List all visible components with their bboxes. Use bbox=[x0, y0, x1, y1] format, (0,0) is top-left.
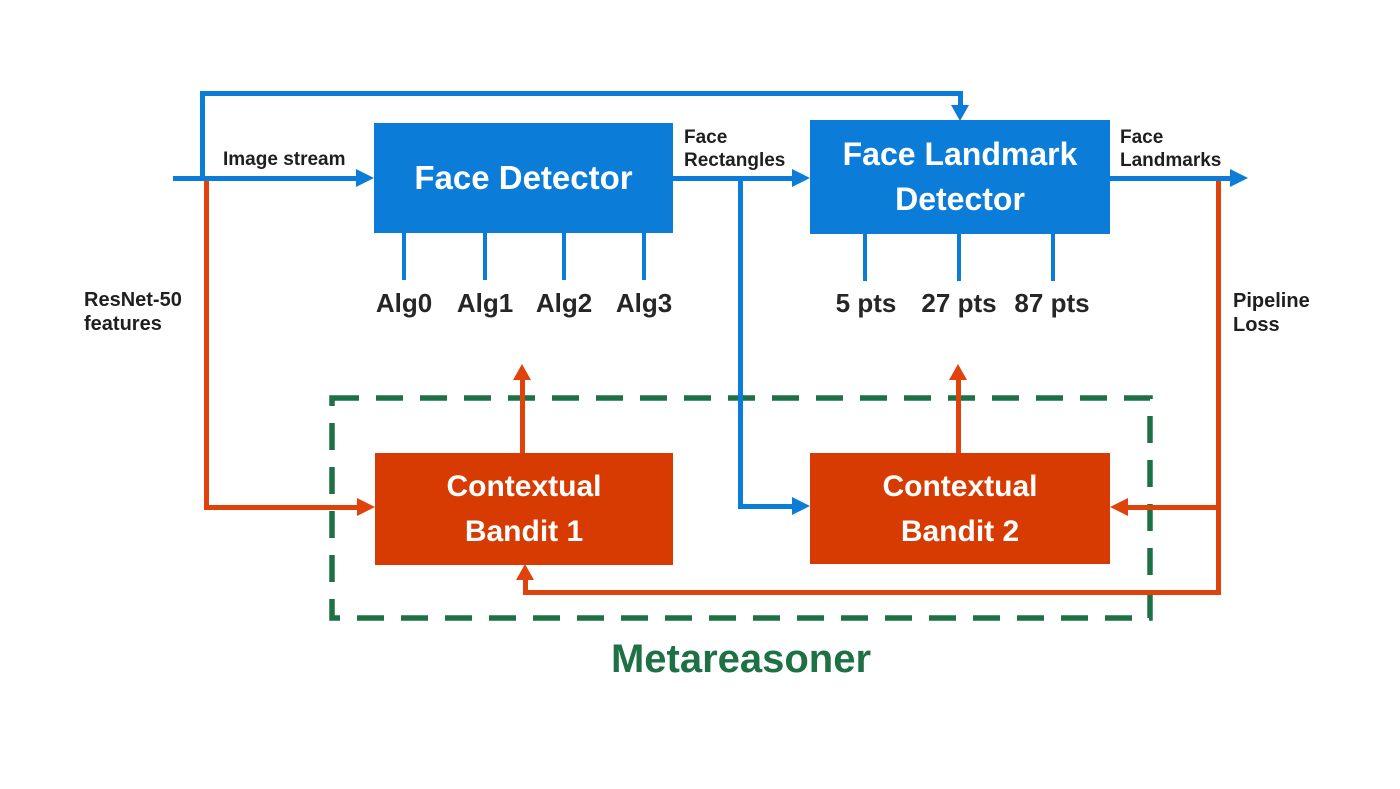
label-image-stream: Image stream bbox=[223, 149, 346, 170]
edge-bypass-vertical-right bbox=[958, 91, 963, 107]
arrowhead-into-bandit2-right bbox=[1110, 498, 1128, 516]
node-face-detector-label: Face Detector bbox=[414, 159, 633, 196]
node-face-landmark-detector-label-line1: Face Landmark bbox=[842, 135, 1078, 172]
label-5pts: 5 pts bbox=[835, 288, 897, 318]
arrowhead-into-bandit2-left bbox=[792, 497, 810, 515]
label-resnet-features: ResNet-50 features bbox=[84, 289, 182, 336]
edge-bandit2-up bbox=[956, 380, 961, 453]
label-alg2: Alg2 bbox=[535, 288, 593, 318]
tick-5pts bbox=[863, 234, 867, 281]
node-contextual-bandit-1-label-line1: Contextual bbox=[446, 470, 602, 503]
edge-loss-into-bandit1-vertical bbox=[523, 580, 528, 595]
edge-loss-branch-to-bandit2 bbox=[1128, 505, 1216, 510]
arrowhead-into-face-detector bbox=[356, 169, 374, 187]
edge-resnet-vertical bbox=[204, 181, 209, 510]
arrowhead-face-landmarks-out bbox=[1230, 169, 1248, 187]
arrowhead-into-landmark-detector-top bbox=[951, 105, 969, 121]
node-face-detector: Face Detector bbox=[374, 123, 673, 233]
tick-alg0 bbox=[402, 233, 406, 280]
tick-87pts bbox=[1051, 234, 1055, 281]
arrowhead-into-bandit1-bottom bbox=[516, 564, 534, 580]
tick-27pts bbox=[957, 234, 961, 281]
node-contextual-bandit-1-label-line2: Bandit 1 bbox=[464, 515, 584, 548]
node-contextual-bandit-2: Contextual Bandit 2 bbox=[810, 453, 1110, 564]
arrowhead-into-landmark-detector bbox=[792, 169, 810, 187]
label-pipeline-loss: Pipeline Loss bbox=[1233, 290, 1310, 337]
label-face-rectangles: Face Rectangles bbox=[684, 127, 786, 172]
arrowhead-into-bandit1-left bbox=[357, 498, 375, 516]
node-contextual-bandit-1: Contextual Bandit 1 bbox=[375, 453, 673, 565]
label-alg1: Alg1 bbox=[456, 288, 514, 318]
label-87pts: 87 pts bbox=[1014, 288, 1090, 318]
arrowhead-bandit1-up bbox=[513, 364, 531, 380]
edge-rectangles-branch-vertical bbox=[738, 176, 743, 508]
edge-face-landmarks-line bbox=[1110, 176, 1230, 181]
tick-alg2 bbox=[562, 233, 566, 280]
edge-resnet-horizontal bbox=[204, 505, 357, 510]
label-metareasoner: Metareasoner bbox=[610, 637, 872, 681]
node-contextual-bandit-2-label-line2: Bandit 2 bbox=[900, 514, 1020, 548]
edge-bypass-horizontal bbox=[200, 91, 963, 96]
edge-rectangles-branch-horizontal bbox=[738, 504, 792, 509]
edge-bandit1-up bbox=[520, 380, 525, 453]
edge-face-rectangles-line bbox=[673, 176, 792, 181]
edge-image-stream-line bbox=[173, 176, 358, 181]
node-face-landmark-detector-label-line2: Detector bbox=[895, 181, 1025, 217]
node-face-landmark-detector: Face Landmark Detector bbox=[810, 120, 1110, 234]
edge-bypass-vertical-left bbox=[200, 93, 205, 178]
edge-loss-bottom-horizontal bbox=[523, 590, 1221, 595]
label-27pts: 27 pts bbox=[921, 288, 997, 318]
node-contextual-bandit-2-label-line1: Contextual bbox=[882, 469, 1038, 503]
arrowhead-bandit2-up bbox=[949, 364, 967, 380]
label-alg0: Alg0 bbox=[375, 288, 433, 318]
tick-alg1 bbox=[483, 233, 487, 280]
edge-pipeline-loss-vertical bbox=[1216, 181, 1221, 595]
tick-alg3 bbox=[642, 233, 646, 280]
label-alg3: Alg3 bbox=[615, 288, 673, 318]
label-face-landmarks: Face Landmarks bbox=[1120, 127, 1222, 172]
